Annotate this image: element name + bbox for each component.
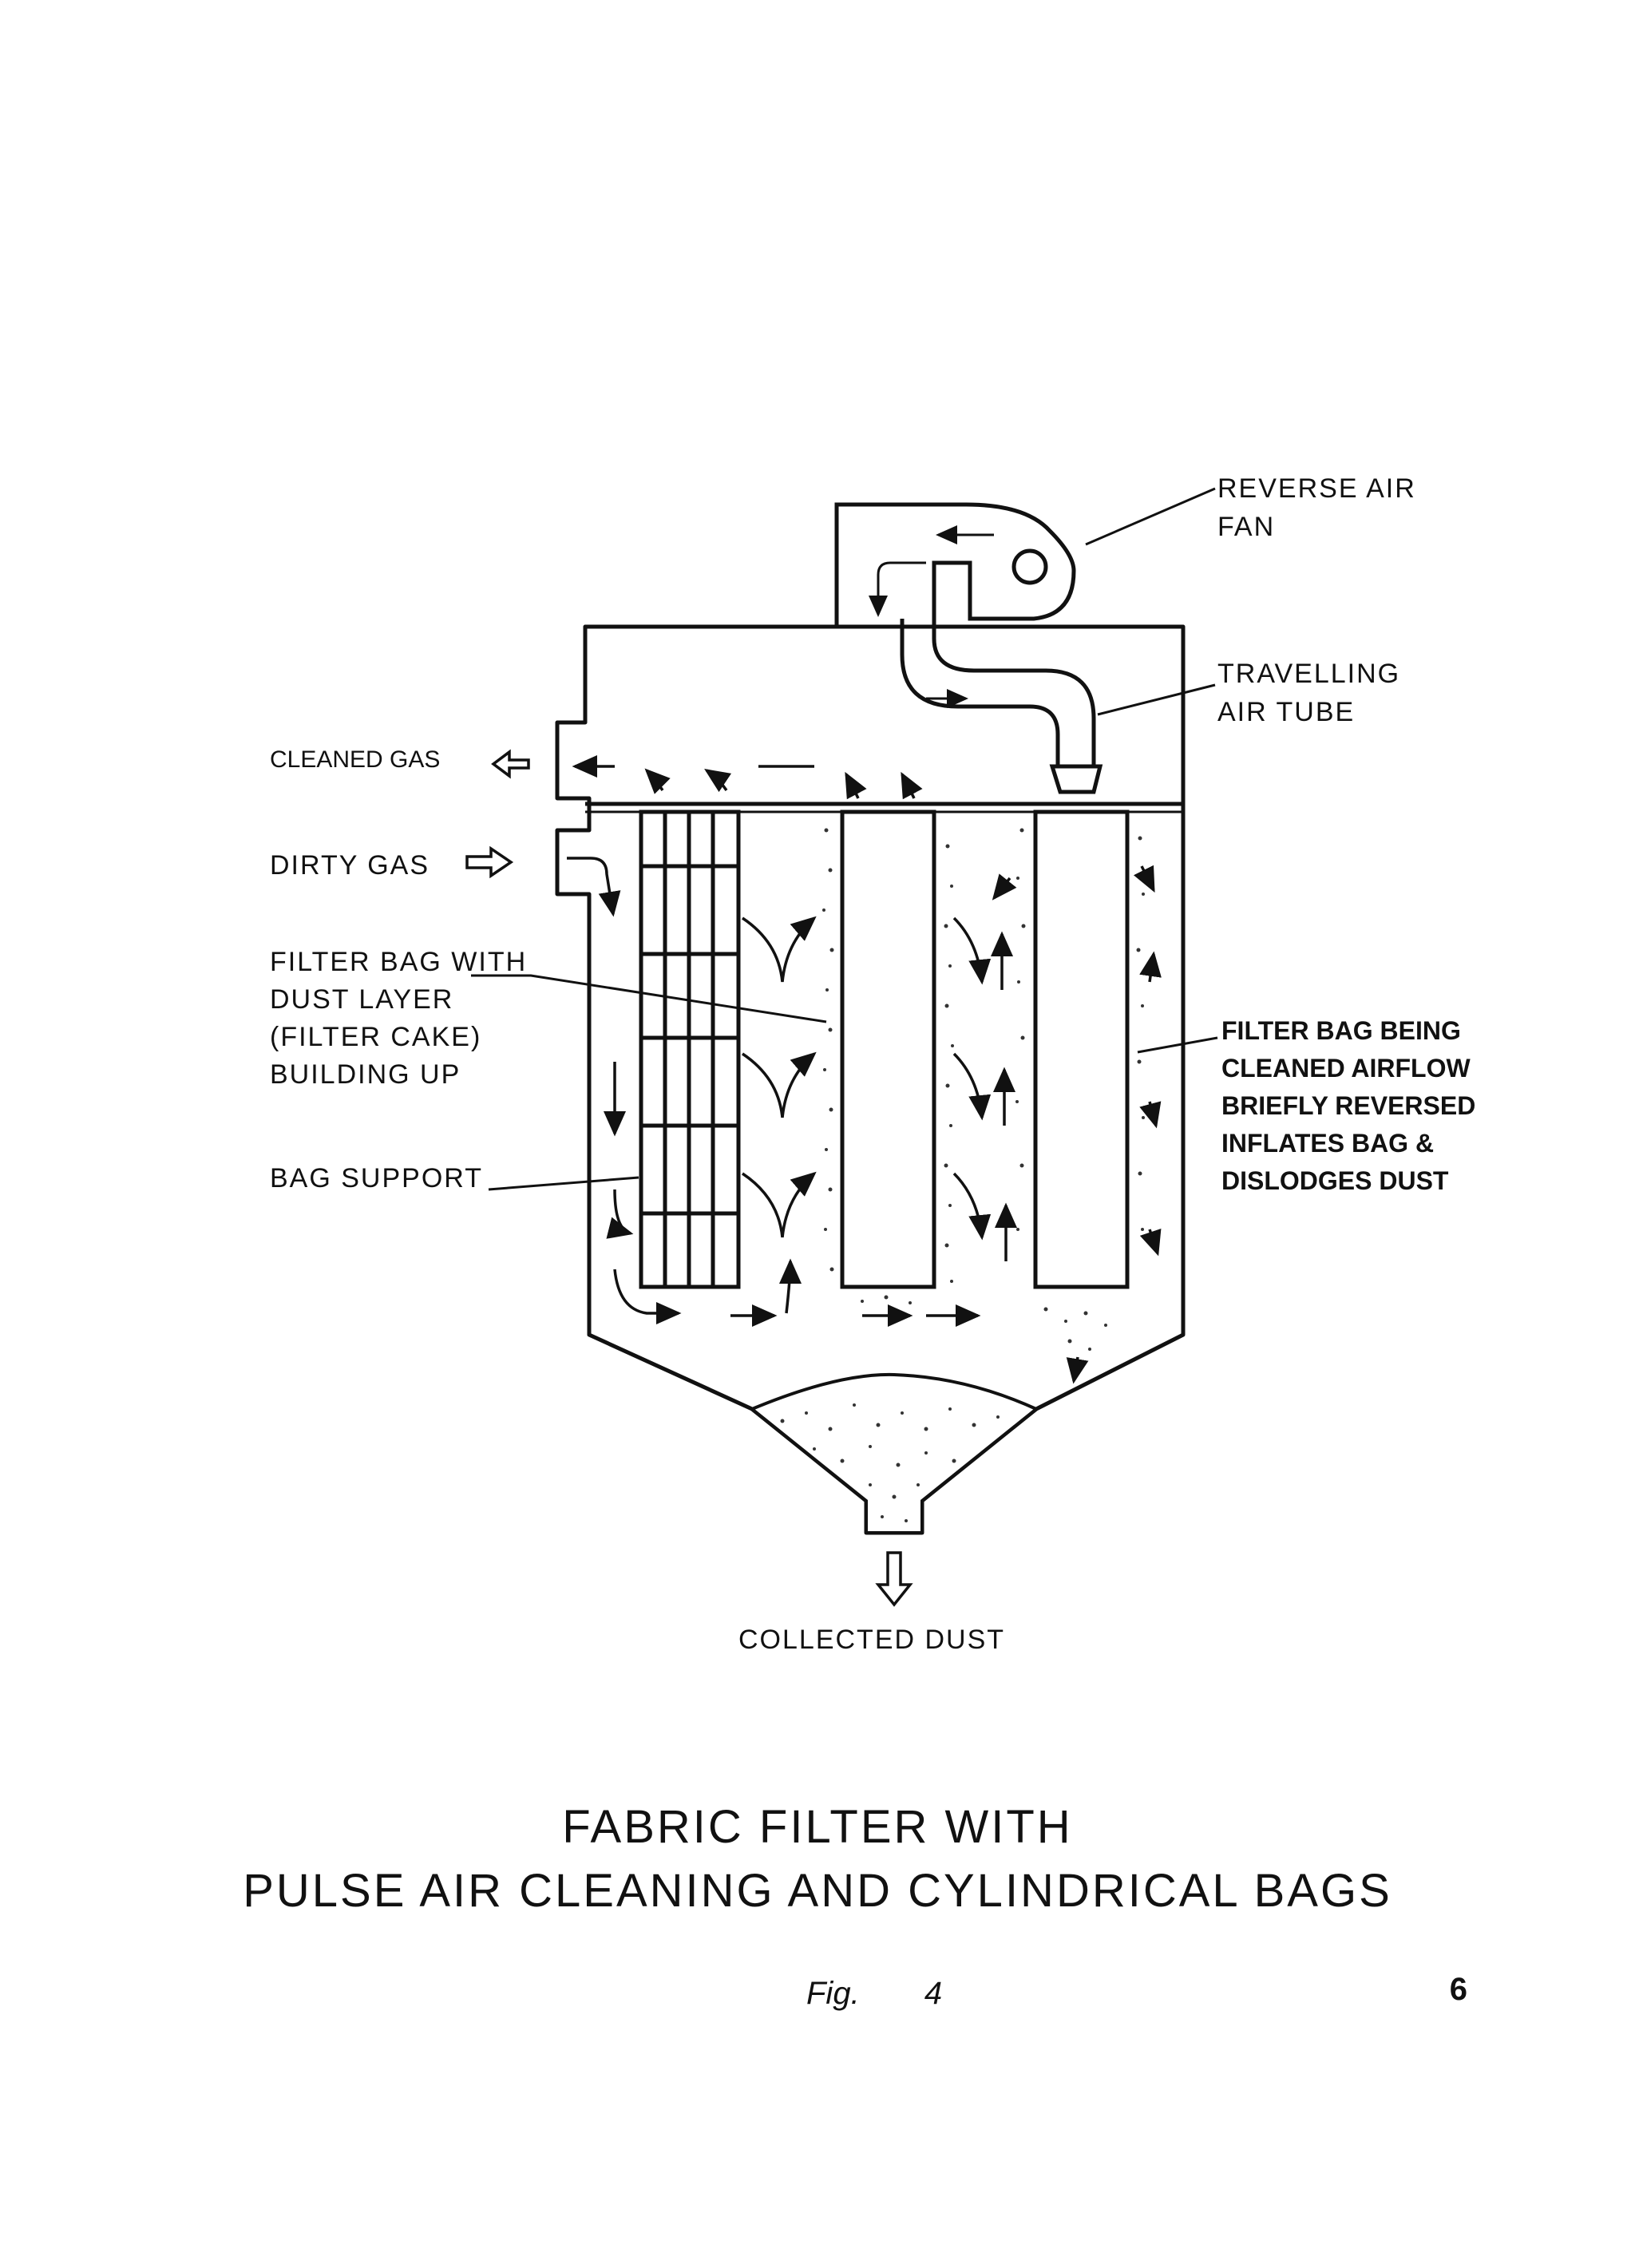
label-line: FILTER BAG BEING xyxy=(1221,1016,1461,1045)
leader-lines xyxy=(471,487,1218,1191)
label-line: (FILTER CAKE) xyxy=(270,1022,482,1052)
cleaned-gas-label: CLEANED GAS xyxy=(270,746,441,773)
collected-dust-label: COLLECTED DUST xyxy=(738,1625,1006,1655)
label-line: CLEANED AIRFLOW xyxy=(1221,1054,1471,1083)
bag-support-cage xyxy=(639,809,741,1289)
filter-bag-with-cake-label: FILTER BAG WITH DUST LAYER (FILTER CAKE)… xyxy=(270,944,527,1094)
page-number: 6 xyxy=(1449,1972,1467,2007)
caption-line-2: PULSE AIR CLEANING AND CYLINDRICAL BAGS xyxy=(243,1865,1392,1917)
label-line: DISLODGES DUST xyxy=(1221,1166,1449,1195)
label-line: BUILDING UP xyxy=(270,1059,461,1090)
travelling-air-tube-label: TRAVELLING AIR TUBE xyxy=(1217,655,1400,731)
figure-number: 4 xyxy=(924,1976,943,2011)
figure-label: Fig. 4 xyxy=(806,1976,942,2012)
collected-dust-arrow-icon xyxy=(875,1551,913,1607)
label-line: DUST LAYER xyxy=(270,984,454,1015)
caption-line-1: FABRIC FILTER WITH xyxy=(562,1801,1073,1853)
dirty-gas-arrow-icon xyxy=(465,845,514,879)
label-line: TRAVELLING xyxy=(1217,659,1401,689)
cleaned-gas-arrow-icon xyxy=(491,749,530,779)
label-line: INFLATES BAG & xyxy=(1221,1129,1435,1158)
filter-bag-with-cake xyxy=(822,809,954,1304)
travelling-air-tube xyxy=(900,619,1103,794)
label-line: FAN xyxy=(1217,512,1276,542)
gas-flow-arrows xyxy=(567,755,1162,1384)
collected-dust-pile xyxy=(749,1372,1039,1534)
label-line: AIR TUBE xyxy=(1217,697,1356,727)
label-line: REVERSE AIR xyxy=(1217,473,1416,504)
figure-prefix: Fig. xyxy=(806,1976,860,2011)
label-line: FILTER BAG WITH xyxy=(270,947,528,977)
label-line: BRIEFLY REVERSED xyxy=(1221,1091,1476,1120)
filter-bag-being-cleaned-label: FILTER BAG BEING CLEANED AIRFLOW BRIEFLY… xyxy=(1221,1012,1475,1200)
reverse-air-fan-label: REVERSE AIR FAN xyxy=(1217,469,1416,546)
reverse-air-fan xyxy=(834,502,1076,627)
bag-support-label: BAG SUPPORT xyxy=(270,1163,483,1193)
filter-bag-being-cleaned xyxy=(1015,809,1145,1351)
dirty-gas-label: DIRTY GAS xyxy=(270,850,430,881)
